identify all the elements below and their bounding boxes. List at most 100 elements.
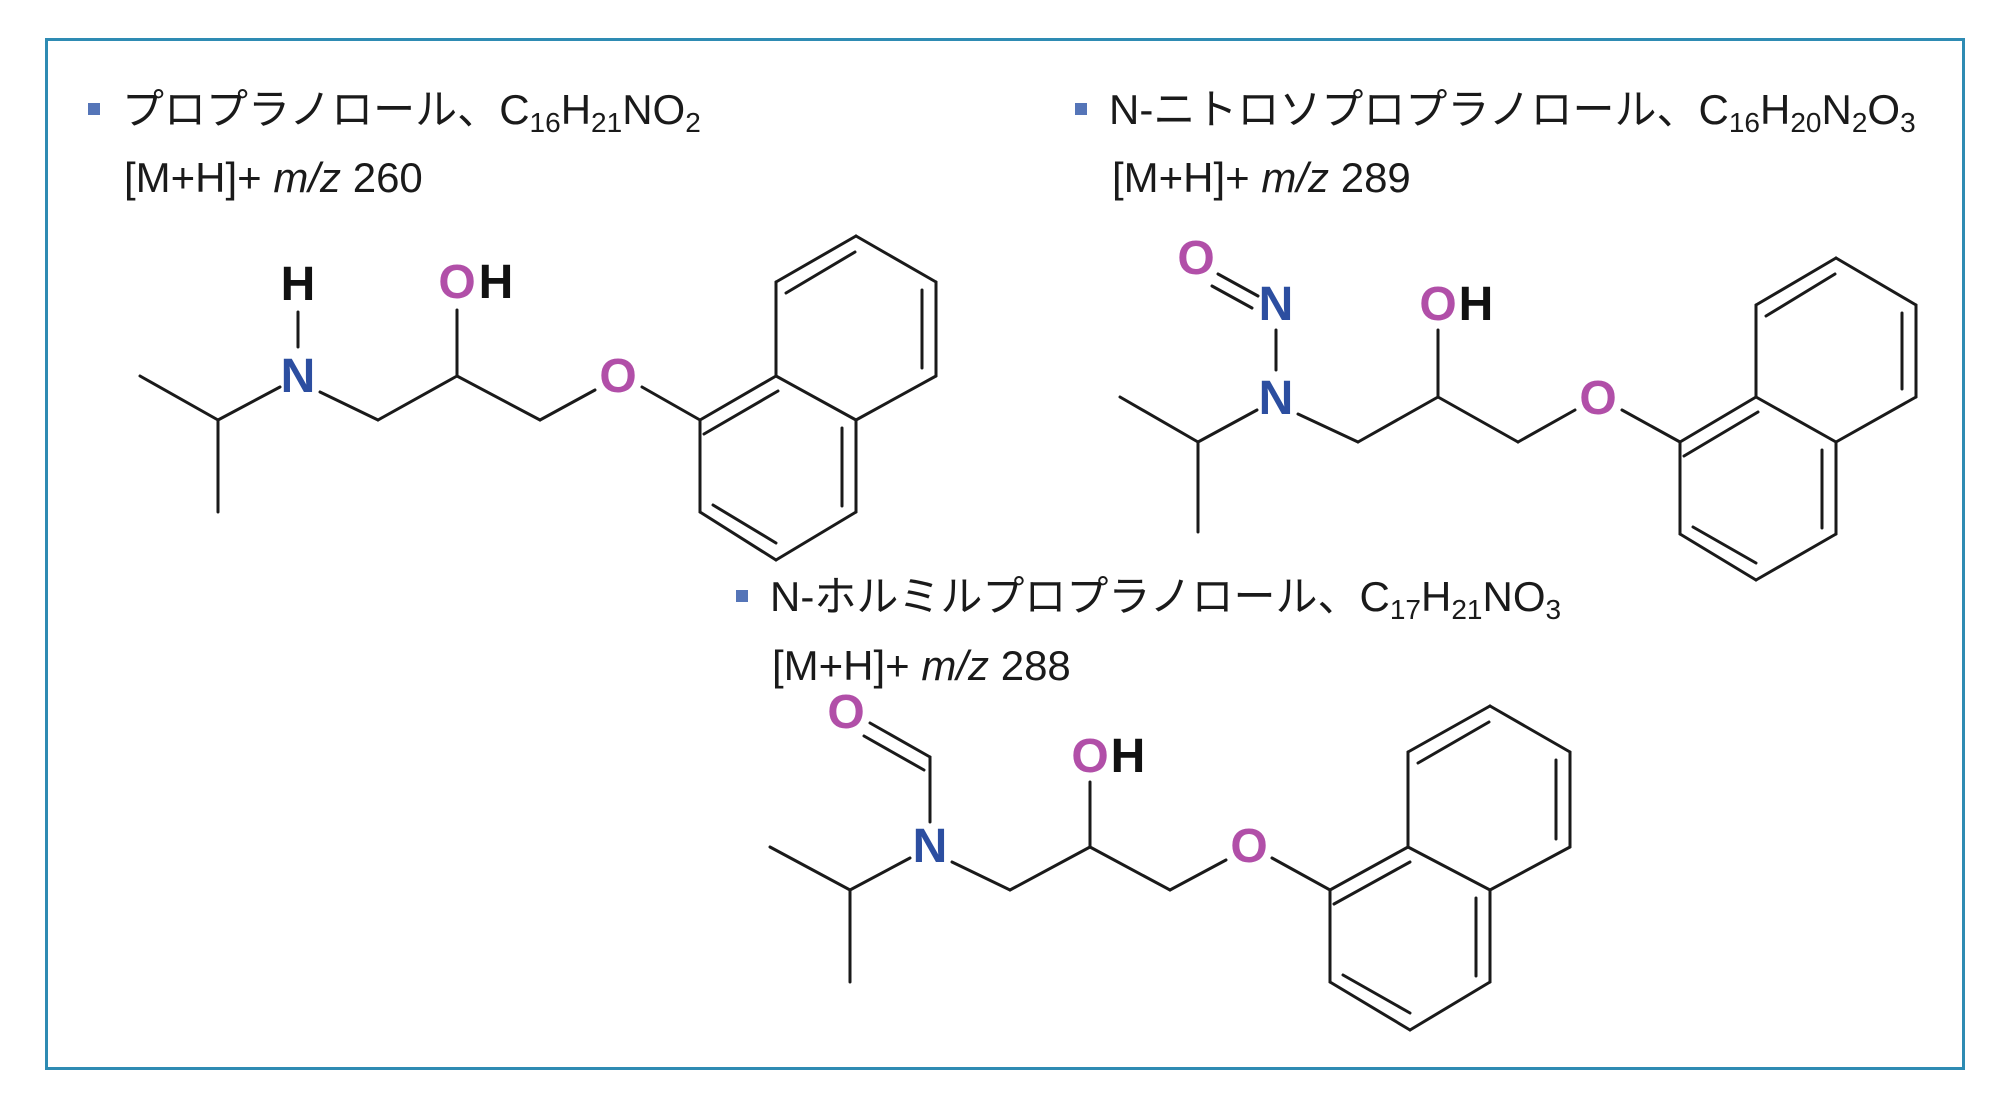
compound-1-title: プロプラノロール、C16H21NO2 (88, 84, 701, 137)
compound-2-title: N-ニトロソプロプラノロール、C16H20N2O3 (1075, 84, 1916, 138)
atom-o: O (438, 256, 475, 309)
compound-3-name: N-ホルミルプロプラノロール (770, 573, 1318, 620)
compound-1-formula: C16H21NO2 (499, 86, 701, 137)
bond (1008, 845, 1092, 892)
bond (1488, 845, 1572, 892)
bond (1196, 408, 1259, 444)
bond (950, 860, 1012, 892)
bond (1088, 845, 1172, 892)
atom-n: N (281, 350, 316, 403)
formula-subscript: 16 (1728, 107, 1760, 138)
bond (1678, 395, 1758, 444)
formula-element: H (560, 86, 592, 133)
compound-1-name: プロプラノロール (122, 86, 458, 133)
compound-2-name: N-ニトロソプロプラノロール (1109, 86, 1657, 133)
bond (854, 234, 938, 284)
bond (1436, 395, 1520, 444)
bond (455, 374, 542, 422)
atom-h: H (479, 256, 514, 309)
ion-prefix: [M+H]+ (124, 154, 274, 201)
bullet-icon (88, 102, 100, 115)
bullet-icon (1075, 102, 1087, 115)
compound-1-ion: [M+H]+ m/z 260 (124, 152, 423, 204)
bond (318, 390, 380, 422)
bond (1328, 980, 1412, 1032)
figure-frame (45, 38, 1965, 1070)
formula-subscript: 16 (529, 107, 561, 138)
atom-o: O (1230, 820, 1267, 873)
bond (538, 388, 597, 422)
ion-prefix: [M+H]+ (1112, 154, 1262, 201)
atom-o: O (599, 350, 636, 403)
atom-o: O (1177, 232, 1214, 285)
separator: 、 (1317, 573, 1360, 620)
bond (1216, 272, 1260, 298)
separator: 、 (457, 86, 500, 133)
bond (1341, 973, 1412, 1015)
bond (774, 374, 858, 422)
bond (1118, 395, 1200, 444)
bond (1516, 408, 1577, 444)
bond (1270, 856, 1332, 892)
ion-value: 288 (1000, 642, 1071, 689)
ion-value: 260 (352, 154, 423, 201)
bond (1356, 395, 1440, 444)
atom-n: N (1259, 372, 1294, 425)
bond (698, 510, 778, 562)
atom-n: N (1259, 278, 1294, 331)
bond (1678, 532, 1758, 582)
atom-n: N (913, 820, 948, 873)
bond (854, 374, 938, 422)
formula-element: C (499, 86, 530, 133)
bond (1682, 410, 1760, 458)
formula-element: H (1421, 573, 1452, 620)
separator: 、 (1656, 86, 1699, 133)
atom-o: O (1419, 278, 1456, 331)
bond (1691, 525, 1758, 565)
bond (698, 374, 778, 422)
bond (1332, 860, 1412, 906)
mz-label: m/z (1261, 154, 1330, 201)
formula-subscript: 2 (1851, 107, 1868, 138)
formula-element: C (1359, 573, 1390, 620)
bond (848, 856, 912, 892)
bond (868, 721, 932, 759)
compound-3-ion: [M+H]+ m/z 288 (772, 640, 1071, 692)
bond (1328, 845, 1410, 892)
bond (376, 374, 459, 422)
bond (1488, 704, 1572, 754)
bond (640, 385, 702, 422)
structure-n-nitrosopropranolol: O N N O H O (1118, 232, 1918, 582)
mz-label: m/z (273, 154, 342, 201)
atom-o: O (827, 686, 864, 739)
formula-element: H (1760, 86, 1791, 133)
structure-n-formylpropranolol: O N O H O (768, 686, 1572, 1032)
bond (1620, 408, 1682, 444)
formula-subscript: 21 (591, 107, 623, 138)
bond (1406, 845, 1492, 892)
bond (1754, 532, 1838, 582)
bond (1210, 284, 1254, 310)
formula-element: O (1867, 86, 1901, 133)
compound-3-formula: C17H21NO3 (1359, 573, 1562, 624)
formula-subscript: 3 (1900, 107, 1916, 138)
ion-prefix: [M+H]+ (772, 642, 922, 689)
bond (1296, 412, 1360, 444)
bond (768, 845, 852, 892)
bond (1764, 272, 1837, 318)
bullet-icon (736, 589, 748, 602)
atom-o: O (1579, 372, 1616, 425)
atom-o: O (1071, 730, 1108, 783)
structure-propranolol: H N O H O (138, 234, 938, 562)
bond (1408, 980, 1492, 1032)
formula-subscript: 17 (1389, 594, 1421, 625)
bond (1416, 720, 1491, 765)
bond (774, 234, 858, 284)
bond (138, 374, 220, 422)
bond (1168, 858, 1228, 892)
bond (784, 250, 857, 295)
bond (1834, 256, 1918, 307)
formula-element: NO (1482, 573, 1546, 620)
formula-subscript: 21 (1451, 594, 1483, 625)
